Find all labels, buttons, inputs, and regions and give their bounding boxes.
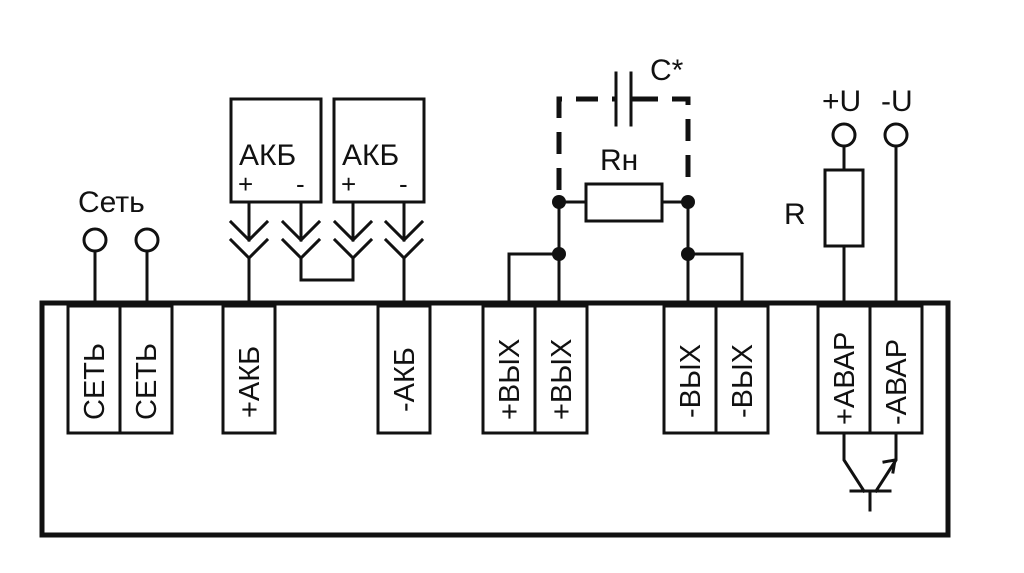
terminal-battery-minus <box>376 304 432 435</box>
battery-1-box <box>229 97 323 204</box>
battery-2: АКБ + - <box>332 97 426 204</box>
terminal-block-battery-minus: -АКБ <box>376 304 432 435</box>
terminal-block-alarm: +АВАР -АВАР <box>816 304 924 435</box>
battery-2-label: АКБ <box>342 139 399 172</box>
terminal-block-battery-plus: +АКБ <box>221 304 277 435</box>
capacitor-label: C* <box>650 54 684 87</box>
terminal-label: -ВЫХ <box>727 344 759 418</box>
terminal-block-output-minus: -ВЫХ -ВЫХ <box>662 304 770 435</box>
capacitor-dashed-wire <box>556 96 612 190</box>
unit-body <box>39 300 951 538</box>
socket-icon <box>280 237 322 261</box>
battery-1-plus: + <box>238 169 253 199</box>
terminal-out-plus-2 <box>533 304 589 435</box>
terminal-out-plus-1 <box>481 304 537 435</box>
terminal-out-minus-1 <box>662 304 718 435</box>
plug-icon <box>228 219 270 243</box>
plug-icon <box>332 219 374 243</box>
junction-dot <box>681 247 695 261</box>
socket-icon <box>332 237 374 261</box>
plus-u-terminal-icon <box>831 122 857 148</box>
socket-icon <box>383 237 425 261</box>
plug-icon <box>383 219 425 243</box>
alarm-output: +U -U R <box>784 85 913 512</box>
transistor-icon <box>842 431 898 512</box>
load-resistor-icon <box>584 182 664 223</box>
battery-connectors <box>228 200 425 305</box>
terminal-label: СЕТЬ <box>79 343 111 420</box>
terminal-mains-2 <box>118 304 174 435</box>
battery-1-minus: - <box>296 169 305 199</box>
resistor-icon <box>823 168 865 248</box>
terminal-label: +АКБ <box>234 346 266 418</box>
terminal-label: -АКБ <box>389 347 421 412</box>
battery-2-box <box>332 97 426 204</box>
terminal-mains-1 <box>66 304 122 435</box>
terminal-label: +АВАР <box>829 332 861 425</box>
battery-1-label: АКБ <box>239 139 296 172</box>
plug-icon <box>280 219 322 243</box>
battery-series-link <box>299 256 355 282</box>
terminal-label: +ВЫХ <box>494 339 526 420</box>
terminal-label: СЕТЬ <box>131 343 163 420</box>
output-load: Rн C* <box>507 54 744 305</box>
battery-2-plus: + <box>341 169 356 199</box>
mains-input: Сеть <box>78 186 160 305</box>
terminal-battery-plus <box>221 304 277 435</box>
resistor-label: R <box>784 198 806 231</box>
minus-u-terminal-icon <box>883 122 909 148</box>
terminal-label: -ВЫХ <box>675 344 707 418</box>
junction-dot <box>552 247 566 261</box>
mains-label: Сеть <box>78 186 145 219</box>
load-resistor-label: Rн <box>600 144 638 177</box>
battery-1: АКБ + - <box>229 97 323 204</box>
terminal-block-mains: СЕТЬ СЕТЬ <box>66 304 174 435</box>
plus-u-label: +U <box>822 85 861 118</box>
mains-terminal-2-icon <box>134 227 160 253</box>
terminal-alarm-plus <box>816 304 872 435</box>
terminal-label: -АВАР <box>881 339 913 425</box>
terminal-block-output-plus: +ВЫХ +ВЫХ <box>481 304 589 435</box>
minus-u-label: -U <box>881 85 913 118</box>
socket-icon <box>228 237 270 261</box>
terminal-label: +ВЫХ <box>546 339 578 420</box>
capacitor-dashed-wire <box>636 96 691 190</box>
terminal-out-minus-2 <box>714 304 770 435</box>
battery-2-minus: - <box>399 169 408 199</box>
mains-terminal-1-icon <box>82 227 108 253</box>
